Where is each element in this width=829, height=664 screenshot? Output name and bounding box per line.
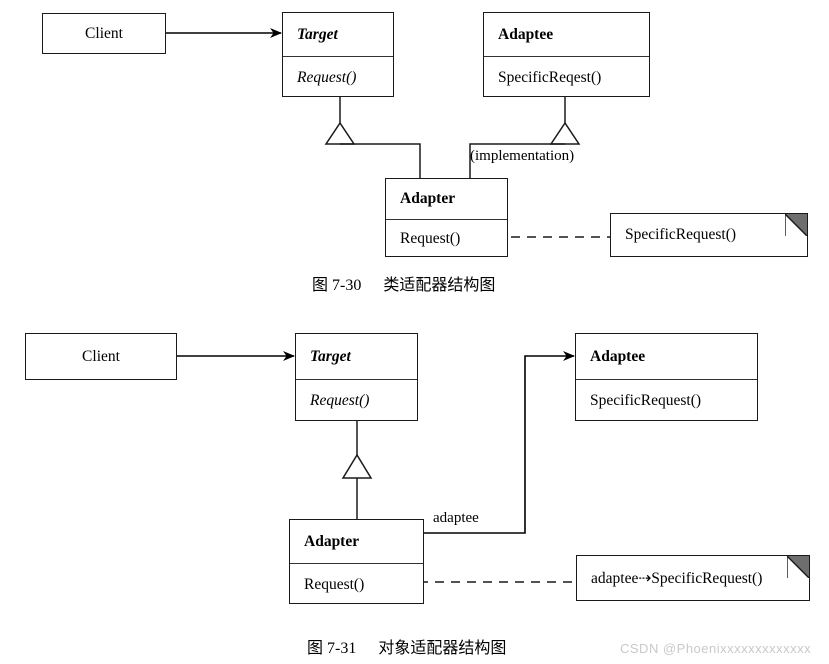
class-operation-adapter-top: Request() (386, 219, 507, 258)
class-box-client-bottom[interactable]: Client (25, 333, 177, 380)
class-name-adapter-top: Adapter (400, 190, 456, 207)
class-box-adaptee-top[interactable]: Adaptee SpecificReqest() (483, 12, 650, 97)
note-fold-icon (785, 214, 807, 236)
class-name-target-top: Target (297, 25, 338, 43)
class-box-client-top[interactable]: Client (42, 13, 166, 54)
class-box-adaptee-bottom[interactable]: Adaptee SpecificRequest() (575, 333, 758, 421)
figure-caption-7-31: 图 7-31 对象适配器结构图 (307, 634, 506, 658)
edge-adaptee-generalization-top (469, 97, 581, 178)
figure-number-7-30: 图 7-30 (312, 277, 362, 294)
class-box-adapter-bottom[interactable]: Adapter Request() (289, 519, 424, 604)
class-name-target-bottom: Target (310, 347, 351, 365)
class-name-adaptee-bottom: Adaptee (590, 347, 646, 365)
note-adaptee-specific-request-bottom[interactable]: adaptee⇢SpecificRequest() (576, 555, 810, 601)
edge-target-generalization-top (324, 97, 421, 178)
edge-label-adaptee: adaptee (433, 510, 479, 526)
class-operation-adapter-bottom: Request() (290, 563, 423, 605)
edge-target-generalization-bottom (341, 421, 373, 519)
class-operation-adaptee-bottom: SpecificRequest() (576, 379, 757, 422)
class-name-client-bottom: Client (82, 347, 120, 365)
edge-label-implementation: (implementation) (470, 148, 575, 164)
class-operation-target-bottom: Request() (296, 379, 417, 422)
figure-number-7-31: 图 7-31 (307, 640, 357, 657)
figure-title-7-30: 类适配器结构图 (383, 277, 496, 294)
note-text-bottom: adaptee⇢SpecificRequest() (591, 569, 763, 587)
csdn-watermark: CSDN @Phoenixxxxxxxxxxxxx (620, 641, 812, 656)
class-box-adapter-top[interactable]: Adapter Request() (385, 178, 508, 257)
class-name-adaptee-top: Adaptee (498, 25, 554, 43)
class-box-target-top[interactable]: Target Request() (282, 12, 394, 97)
class-name-adapter-bottom: Adapter (304, 532, 360, 550)
edge-adapter-to-adaptee-bottom (424, 351, 575, 534)
note-specific-request-top[interactable]: SpecificRequest() (610, 213, 808, 257)
class-box-target-bottom[interactable]: Target Request() (295, 333, 418, 421)
class-name-client-top: Client (85, 24, 123, 42)
figure-title-7-31: 对象适配器结构图 (378, 640, 507, 657)
note-fold-icon (787, 556, 809, 578)
note-text-top: SpecificRequest() (625, 226, 737, 243)
figure-caption-7-30: 图 7-30 类适配器结构图 (312, 271, 495, 295)
class-operation-adaptee-top: SpecificReqest() (484, 56, 649, 98)
class-operation-target-top: Request() (283, 56, 393, 98)
